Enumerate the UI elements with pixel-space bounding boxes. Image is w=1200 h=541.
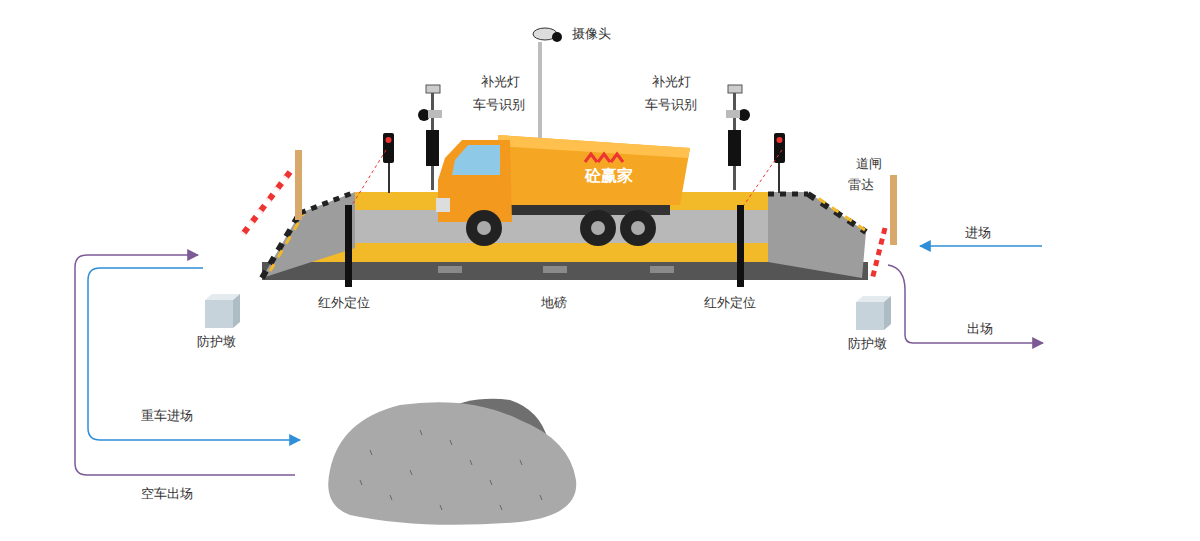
callout-label: 防护墩 xyxy=(848,336,887,352)
callout-label: 道闸 xyxy=(856,156,882,172)
flow-label: 空车出场 xyxy=(141,486,193,502)
truck-logo: 砼赢家 xyxy=(585,166,633,185)
flow-label: 进场 xyxy=(965,225,991,241)
callout-label: 车号识别 xyxy=(645,97,697,113)
callout-label: 红外定位 xyxy=(318,295,370,311)
callout-label: 补光灯 xyxy=(481,74,520,90)
flow-label: 出场 xyxy=(967,321,993,337)
callout-label: 补光灯 xyxy=(652,74,691,90)
callout-label: 摄像头 xyxy=(572,26,611,42)
callout-label: 地磅 xyxy=(541,295,567,311)
callout-label: 雷达 xyxy=(848,177,874,193)
callout-label: 车号识别 xyxy=(473,97,525,113)
callout-label: 防护墩 xyxy=(197,334,236,350)
callout-label: 红外定位 xyxy=(704,295,756,311)
flow-label: 重车进场 xyxy=(141,408,193,424)
